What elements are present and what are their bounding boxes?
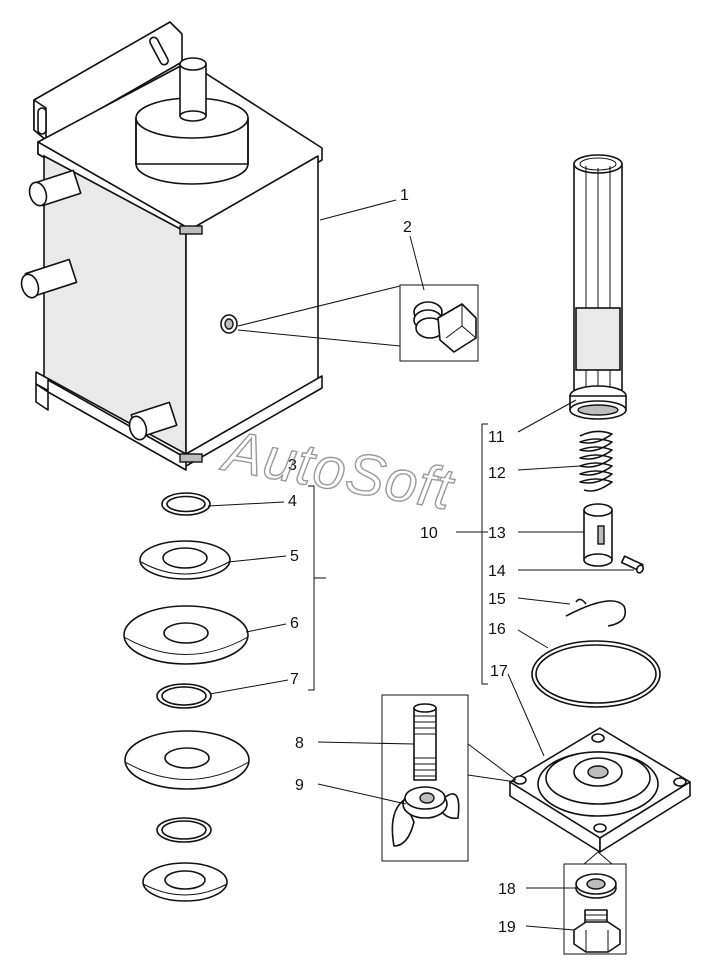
stud-wingnut-inset [381,694,517,862]
washer-6 [123,605,249,665]
valve-piston-13 [583,503,613,567]
callout-6: 6 [290,615,299,632]
callout-11: 11 [488,429,505,446]
washer-stack [123,492,250,902]
callout-7: 7 [290,671,299,688]
callout-16: 16 [488,621,506,638]
spring-12 [579,430,613,492]
watermark: AutoSoft [217,418,460,523]
group-bracket-3-7 [308,485,315,691]
group-bracket-10 [481,423,488,685]
callout-15: 15 [488,591,506,608]
plug-washer-inset [563,851,627,955]
washer-lower-large [124,730,250,790]
o-ring-16 [531,640,661,708]
callout-5: 5 [290,548,299,565]
side-pipe-lower [128,401,178,441]
mounting-base-17 [509,727,691,853]
snap-ring-4 [161,492,211,516]
drain-plug [413,301,477,353]
callout-8: 8 [295,735,304,752]
wing-nut-9 [391,786,460,847]
drain-plug-inset [237,284,479,362]
callout-labels: 1 2 3 4 5 6 7 8 9 10 11 12 13 14 15 16 1… [288,187,516,936]
callout-10: 10 [420,525,438,542]
washer-lower-small [142,862,228,902]
ring-lower [156,817,212,843]
washer-5 [139,540,231,580]
callout-1: 1 [400,187,409,204]
callout-17: 17 [490,663,508,680]
side-pipe-upper [28,169,82,207]
callout-18: 18 [498,881,516,898]
pin-14 [620,555,645,574]
stud-8 [413,703,437,781]
callout-9: 9 [295,777,304,794]
washer-18 [575,873,617,899]
callout-14: 14 [488,563,506,580]
callout-13: 13 [488,525,506,542]
callout-2: 2 [403,219,412,236]
callout-19: 19 [498,919,516,936]
plug-19 [573,909,621,953]
clip-15 [565,598,627,627]
tank-body [20,21,323,471]
filter-cartridge-11 [569,154,627,420]
callout-4: 4 [288,493,297,510]
leader-lines [207,199,634,931]
callout-12: 12 [488,465,506,482]
callout-3: 3 [288,457,297,474]
side-pipe-middle [20,258,78,299]
ring-7 [156,683,212,709]
